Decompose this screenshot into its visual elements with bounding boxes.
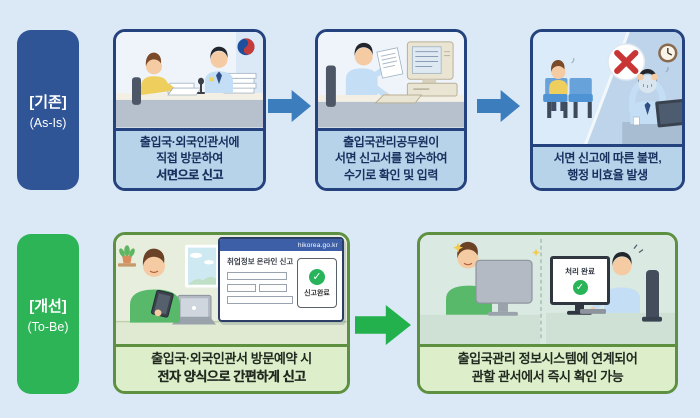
arrow-right-icon [477, 90, 520, 122]
caption-line: 수기로 확인 및 입력 [344, 167, 438, 182]
status-monitor: 처리 완료 ✓ [550, 256, 610, 305]
monitor-back [475, 259, 533, 316]
visit-office-scene [116, 32, 263, 128]
caption-card-5: 출입국관리 정보시스템에 연계되어 관할 관서에서 즉시 확인 가능 [420, 344, 675, 391]
card-manual-entry: 출입국관리공무원이 서면 신고서를 접수하여 수기로 확인 및 입력 [315, 29, 467, 191]
window [185, 244, 219, 288]
person-with-tablet [130, 248, 180, 323]
inefficiency-scene [533, 32, 682, 144]
to-be-title: [개선] [29, 297, 67, 315]
caption-line: 서면 신고서를 접수하여 [334, 151, 448, 165]
card-instant-confirmation: 처리 완료 ✓ 출입국관리 정보시스템에 연계되어 관할 관서에서 즉시 확인 … [417, 232, 678, 394]
keyboard [580, 308, 606, 314]
desk-mic [197, 77, 205, 95]
as-is-title: [기존] [29, 93, 67, 111]
waiting-person [549, 57, 575, 111]
to-be-subtitle: (To-Be) [27, 319, 69, 334]
report-complete-label: 신고완료 [304, 289, 330, 297]
report-complete-badge: ✓ 신고완료 [297, 258, 337, 308]
office-monitor [655, 98, 682, 128]
paper-form [167, 87, 202, 96]
form-field [227, 296, 293, 304]
check-icon: ✓ [309, 268, 325, 285]
form-field [227, 284, 256, 292]
arrow-right-icon [268, 90, 311, 122]
korea-gov-logo-icon [237, 38, 255, 56]
as-is-subtitle: (As-Is) [29, 115, 67, 130]
caption-line: 출입국관리 정보시스템에 연계되어 [457, 351, 638, 366]
instant-confirmation-scene [420, 235, 675, 344]
form-field [227, 272, 287, 280]
caption-line: 출입국·외국인관서 방문예약 시 [151, 351, 312, 366]
crt-computer [406, 41, 458, 97]
arrow-right-icon [355, 305, 411, 345]
processing-complete-label: 처리 완료 [565, 267, 595, 276]
popup-title-bar: hikorea.go.kr [220, 239, 342, 251]
popup-body: 취업정보 온라인 신고 ✓ 신고완료 [220, 251, 342, 308]
popup-url: hikorea.go.kr [297, 241, 338, 249]
online-form-title: 취업정보 온라인 신고 [227, 257, 294, 266]
caption-line: 직접 방문하여 [156, 151, 223, 165]
to-be-label-pill: [개선] (To-Be) [17, 234, 79, 394]
caption-card-4: 출입국·외국인관서 방문예약 시 전자 양식으로 간편하게 신고 [116, 344, 347, 391]
keyboard [374, 94, 423, 104]
card-visit-in-person: 출입국·외국인관서에 직접 방문하여 서면으로 신고 [113, 29, 266, 191]
illustration-online-report: hikorea.go.kr 취업정보 온라인 신고 ✓ 신고완료 [116, 235, 347, 344]
check-icon: ✓ [572, 280, 588, 295]
illustration-manual-entry [318, 32, 464, 128]
as-is-label-pill: [기존] (As-Is) [17, 30, 79, 190]
caption-line: 서면 신고에 따른 불편, [553, 151, 662, 165]
paper-report [376, 47, 404, 79]
office-chair [325, 65, 336, 107]
illustration-visit-office [116, 32, 263, 128]
form-field [258, 284, 287, 292]
caption-line: 행정 비효율 발생 [567, 167, 648, 182]
caption-card-1: 출입국·외국인관서에 직접 방문하여 서면으로 신고 [116, 127, 263, 188]
illustration-inefficiency [533, 32, 682, 144]
caption-card-2: 출입국관리공무원이 서면 신고서를 접수하여 수기로 확인 및 입력 [318, 127, 464, 188]
caption-card-3: 서면 신고에 따른 불편, 행정 비효율 발생 [533, 144, 682, 188]
caption-line: 관할 관서에서 즉시 확인 가능 [471, 369, 624, 384]
officer-figure [205, 46, 233, 94]
sparkle-icon [453, 242, 540, 257]
hikorea-popup: hikorea.go.kr 취업정보 온라인 신고 ✓ 신고완료 [218, 237, 344, 322]
caption-line: 출입국·외국인관서에 [139, 134, 240, 149]
caption-line: 서면으로 신고 [156, 167, 223, 182]
water-cup [633, 116, 640, 126]
caption-line: 전자 양식으로 간편하게 신고 [157, 369, 306, 384]
x-mark-icon [607, 43, 646, 81]
caption-line: 출입국관리공무원이 [343, 134, 439, 149]
card-inefficiency: 서면 신고에 따른 불편, 행정 비효율 발생 [530, 29, 685, 191]
plant [118, 245, 136, 267]
manual-entry-scene [318, 32, 464, 128]
clock-icon [658, 43, 678, 63]
illustration-instant-confirmation: 처리 완료 ✓ [420, 235, 675, 344]
card-online-report: hikorea.go.kr 취업정보 온라인 신고 ✓ 신고완료 [113, 232, 350, 394]
